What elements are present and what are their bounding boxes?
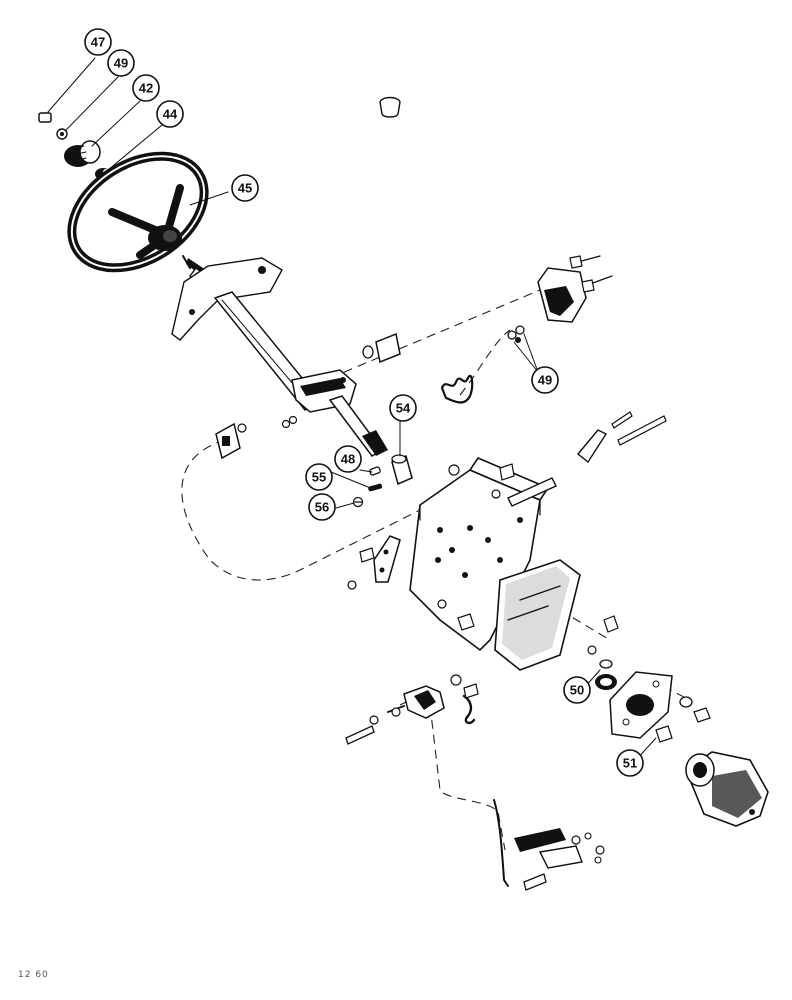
steering-wheel-part-45: [67, 151, 209, 273]
callout-leader-lines: [47, 57, 657, 761]
callout-42: 42: [132, 74, 160, 102]
pin-part-55: [368, 483, 383, 492]
bracket-upper-right: [537, 255, 613, 323]
bolts-left-frame: [347, 547, 475, 686]
callout-49: 49: [107, 49, 135, 77]
callout-circle: [563, 676, 591, 704]
callout-number: 49: [538, 373, 552, 388]
plate-right-small: [577, 429, 608, 464]
callout-45: 45: [231, 174, 259, 202]
callout-number: 54: [396, 401, 411, 416]
bolt-right-side: [603, 615, 619, 633]
drawing-code: 12 60: [18, 970, 49, 980]
callout-number: 56: [315, 500, 329, 515]
nuts-part-49-right: [507, 325, 525, 343]
fittings-right-lower: [655, 696, 711, 743]
bracket-left-small: [215, 422, 247, 460]
callout-number: 48: [341, 452, 355, 467]
steering-column: [171, 257, 388, 457]
pedal-rod-and-foot-pad: [493, 799, 605, 891]
spring-part: [440, 374, 474, 404]
cap-plug-top: [379, 96, 401, 118]
callout-circle: [334, 445, 362, 473]
callout-circle: [156, 100, 184, 128]
callout-54: 54: [389, 394, 417, 422]
callout-number: 50: [570, 683, 584, 698]
callout-number: 45: [238, 181, 252, 196]
callout-circle: [308, 493, 336, 521]
pedal-lever: [345, 683, 479, 745]
cap-part-47: [38, 112, 52, 123]
coupling-part-54: [391, 454, 413, 486]
callout-labels: 47 49 42 44 45 49 54 48 55 56 50 51: [84, 28, 644, 777]
callout-number: 55: [312, 470, 326, 485]
callout-49: 49: [531, 366, 559, 394]
clip-part: [362, 332, 401, 364]
pin-part-48: [369, 466, 381, 476]
callout-number: 42: [139, 81, 153, 96]
screw-part-56: [352, 496, 364, 508]
fittings-part-50: [587, 645, 617, 690]
callout-56: 56: [308, 493, 336, 521]
flange-plate: [609, 671, 673, 739]
frame-side-plate-left: [373, 535, 401, 583]
callout-circle: [84, 28, 112, 56]
nut-part-49-upper: [56, 128, 68, 140]
callout-circle: [231, 174, 259, 202]
callout-number: 51: [623, 756, 637, 771]
callout-number: 44: [163, 107, 178, 122]
callout-48: 48: [334, 445, 362, 473]
callout-circle: [132, 74, 160, 102]
callout-circle: [389, 394, 417, 422]
callout-44: 44: [156, 100, 184, 128]
rod-part: [448, 463, 557, 507]
hydraulic-motor: [685, 751, 769, 827]
callout-55: 55: [305, 463, 333, 491]
support-frame: [409, 457, 581, 671]
hub-nut-part-42: [64, 140, 101, 167]
callout-number: 47: [91, 35, 105, 50]
long-bolts-right: [611, 411, 667, 446]
callout-51: 51: [616, 749, 644, 777]
callout-number: 49: [114, 56, 128, 71]
callout-circle: [531, 366, 559, 394]
callout-circle: [616, 749, 644, 777]
callout-circle: [305, 463, 333, 491]
small-nuts-left: [281, 415, 298, 429]
callout-47: 47: [84, 28, 112, 56]
callout-circle: [107, 49, 135, 77]
callout-50: 50: [563, 676, 591, 704]
